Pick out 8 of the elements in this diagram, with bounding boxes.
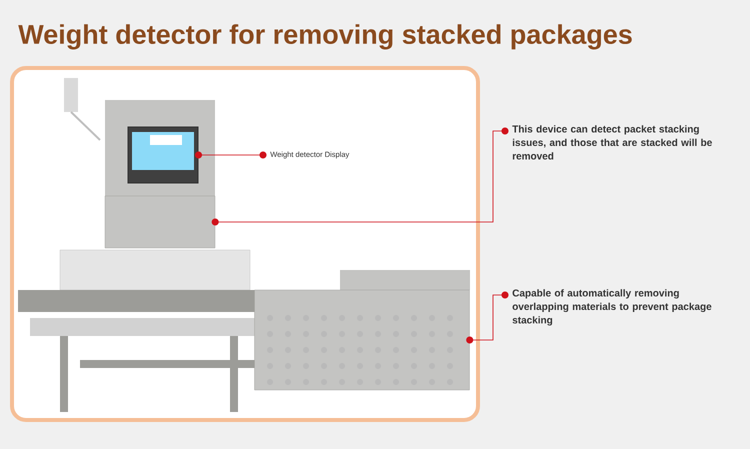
leader-line: [195, 152, 266, 158]
callout-text: This device can detect packet stacking issues, and those that are stacked will be removed: [512, 125, 712, 160]
leader-line: [466, 292, 508, 344]
title: Weight detector for removing stacked packages: [18, 24, 632, 50]
touch-screen: [128, 126, 198, 184]
column-body: [104, 196, 216, 248]
callout-text: Capable of automatically removing overlapping materials to prevent package stacking: [512, 289, 712, 326]
leader-line: [212, 128, 508, 226]
